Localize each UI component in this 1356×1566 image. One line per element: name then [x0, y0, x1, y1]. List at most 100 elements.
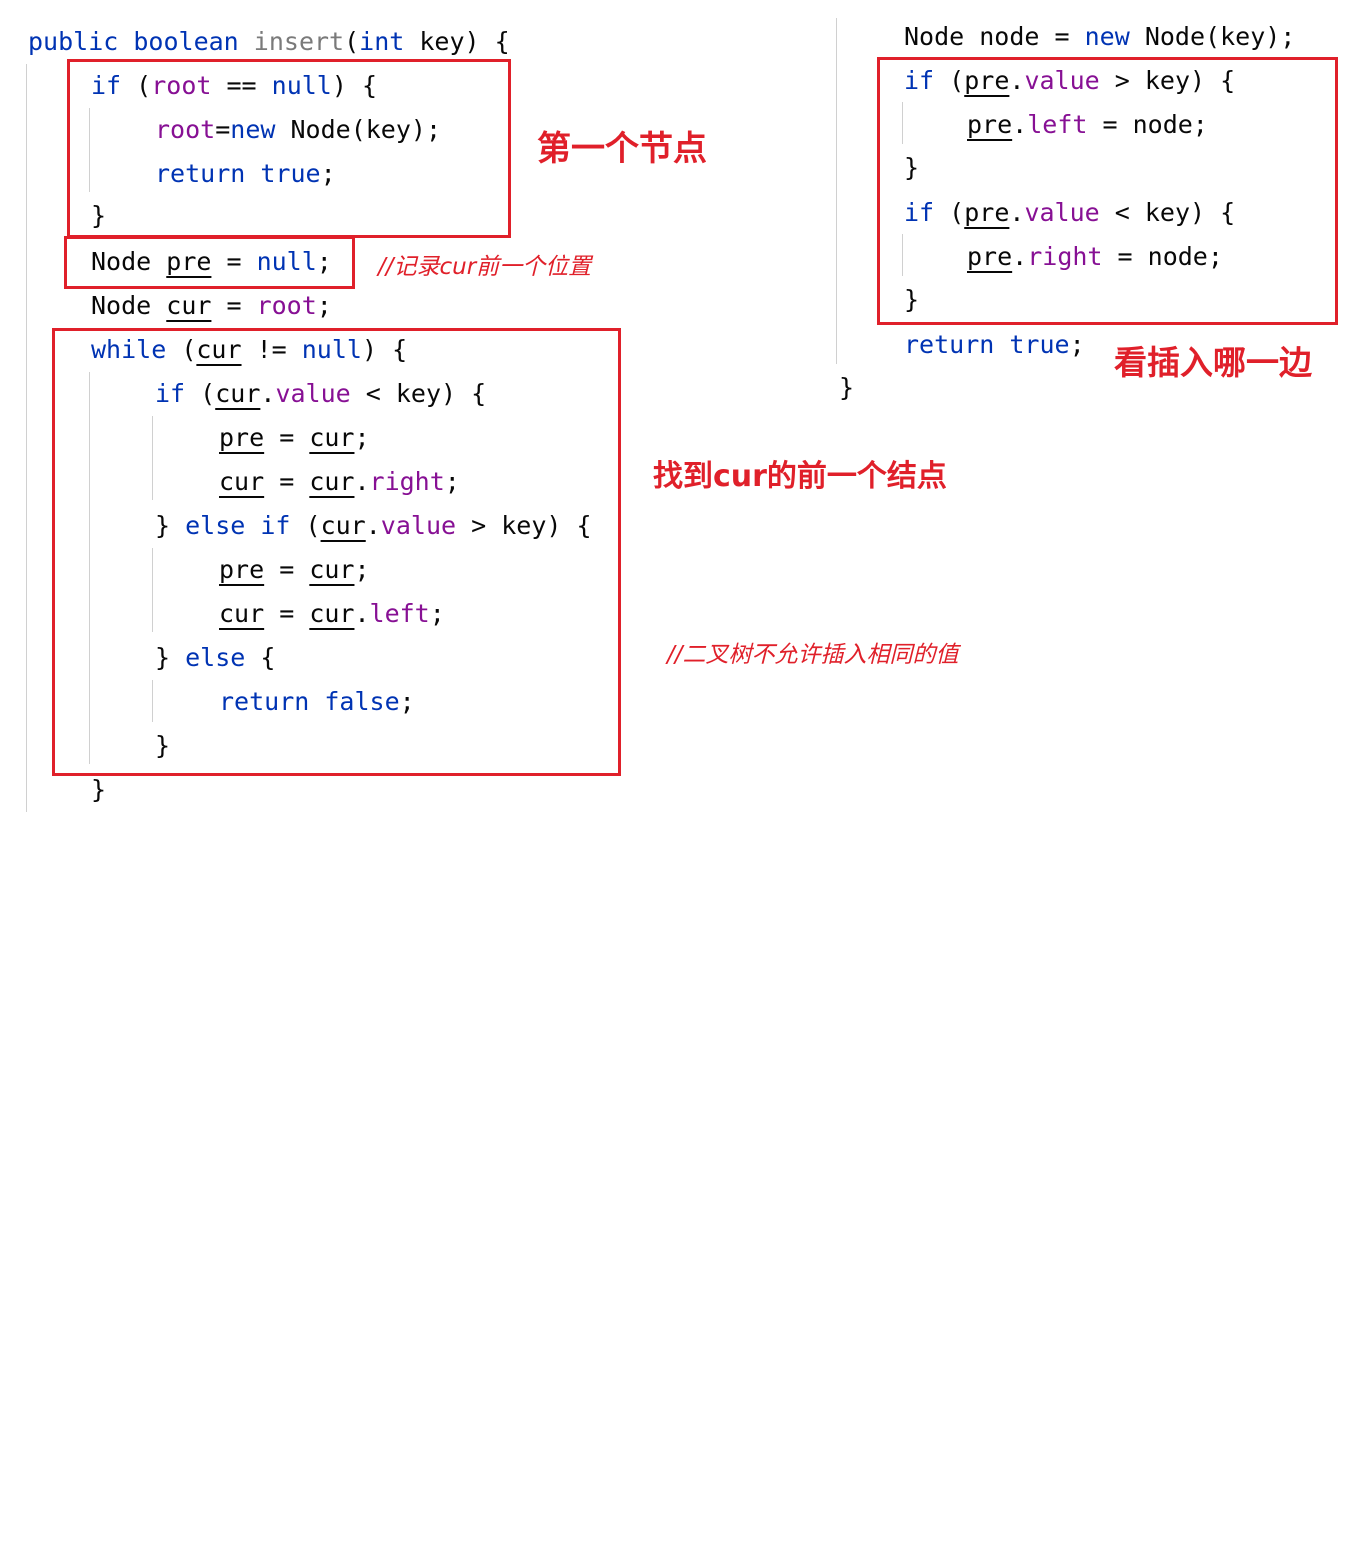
code-token: = [264, 423, 310, 452]
code-token: < key) { [1099, 198, 1236, 227]
code-token: return [904, 330, 995, 359]
code-token: ; [1069, 330, 1085, 359]
code-token: while [91, 335, 167, 364]
indent-guide [902, 234, 903, 276]
code-token: > key) { [1099, 66, 1236, 95]
code-token: right [1027, 242, 1103, 271]
indent-guide [152, 548, 153, 632]
left-code-panel: public boolean insert(int key) { if (roo… [28, 24, 592, 804]
code-token: boolean [133, 27, 239, 56]
code-token: cur [309, 555, 355, 584]
code-line: if (pre.value < key) { [904, 195, 1235, 231]
code-token: true [1009, 330, 1070, 359]
code-token: } [155, 731, 171, 760]
code-token: ( [934, 198, 965, 227]
code-token: = [264, 599, 310, 628]
code-token: value [1024, 66, 1100, 95]
code-line: Node node = new Node(key); [904, 19, 1295, 55]
code-line: } [839, 370, 854, 406]
code-token: if [904, 198, 935, 227]
code-token: ; [429, 599, 445, 628]
code-line: if (root == null) { [91, 68, 377, 104]
code-token: cur [309, 467, 355, 496]
code-token: else if [185, 511, 291, 540]
code-token: cur [219, 467, 265, 496]
indent-guide [26, 64, 27, 812]
code-token: new [1084, 22, 1130, 51]
indent-guide [89, 108, 90, 192]
code-line: if (pre.value > key) { [904, 63, 1235, 99]
code-token: } [155, 511, 186, 540]
comment-record-prev: //记录cur前一个位置 [378, 254, 592, 280]
code-token: ; [320, 159, 336, 188]
code-token: else [185, 643, 246, 672]
code-token: cur [219, 599, 265, 628]
code-token: } [904, 285, 920, 314]
code-token: cur [215, 379, 261, 408]
highlight-box-while-loop [52, 328, 621, 776]
code-token: . [354, 599, 370, 628]
code-line: pre = cur; [219, 420, 370, 456]
code-token: ; [354, 555, 370, 584]
code-line: pre.right = node; [967, 239, 1223, 275]
code-token: ( [290, 511, 321, 540]
highlight-box-insert-side [877, 57, 1338, 325]
code-token: left [1027, 110, 1088, 139]
code-line: root=new Node(key); [155, 112, 441, 148]
code-token: true [260, 159, 321, 188]
indent-guide [902, 102, 903, 144]
code-token: } [91, 201, 107, 230]
code-token: value [380, 511, 457, 540]
code-line: cur = cur.right; [219, 464, 460, 500]
code-token: Node node = [904, 22, 1085, 51]
code-token: . [1009, 198, 1025, 227]
code-token: return [219, 687, 310, 716]
code-line: while (cur != null) { [91, 332, 407, 368]
code-token: ; [354, 423, 370, 452]
code-token: . [354, 467, 370, 496]
annotation-find-prev: 找到cur的前一个结点 [653, 459, 947, 494]
indent-guide [152, 416, 153, 500]
code-token: return [155, 159, 246, 188]
indent-guide [89, 372, 90, 764]
code-token: cur [309, 423, 355, 452]
code-line: if (cur.value < key) { [155, 376, 486, 412]
indent-guide [152, 680, 153, 722]
code-token: . [1012, 242, 1028, 271]
code-token: . [1009, 66, 1025, 95]
code-token: ( [185, 379, 216, 408]
code-token: int [359, 27, 405, 56]
code-token: ; [316, 247, 332, 276]
code-token: = [211, 247, 257, 276]
code-token: . [1012, 110, 1028, 139]
code-line-signature: public boolean insert(int key) { [28, 24, 510, 60]
code-token: . [365, 511, 381, 540]
code-token: ( [166, 335, 197, 364]
code-token: ) { [331, 71, 378, 100]
comment-no-duplicates: //二叉树不允许插入相同的值 [667, 642, 959, 668]
code-line: } else { [155, 640, 275, 676]
highlight-box-first-node [67, 59, 511, 238]
code-token: ; [399, 687, 415, 716]
code-token: null [271, 71, 332, 100]
code-token: > key) { [456, 511, 592, 540]
code-line: } [91, 198, 106, 234]
code-token: pre [967, 242, 1013, 271]
code-line: return true; [904, 327, 1085, 363]
code-token: Node(key); [275, 115, 442, 144]
annotation-which-side: 看插入哪一边 [1114, 343, 1312, 382]
code-token: null [301, 335, 362, 364]
code-line: } [904, 282, 919, 318]
code-token: root [151, 71, 212, 100]
code-token: root [256, 291, 317, 320]
code-token: { [245, 643, 276, 672]
code-token: pre [166, 247, 212, 276]
right-code-panel: Node node = new Node(key); if (pre.value… [0, 22, 1356, 1566]
code-token: new [230, 115, 276, 144]
code-token: cur [309, 599, 355, 628]
code-token: cur [320, 511, 366, 540]
code-line: Node pre = null; [91, 244, 332, 280]
code-token: ( [121, 71, 152, 100]
code-token: ; [444, 467, 460, 496]
code-line: } else if (cur.value > key) { [155, 508, 592, 544]
